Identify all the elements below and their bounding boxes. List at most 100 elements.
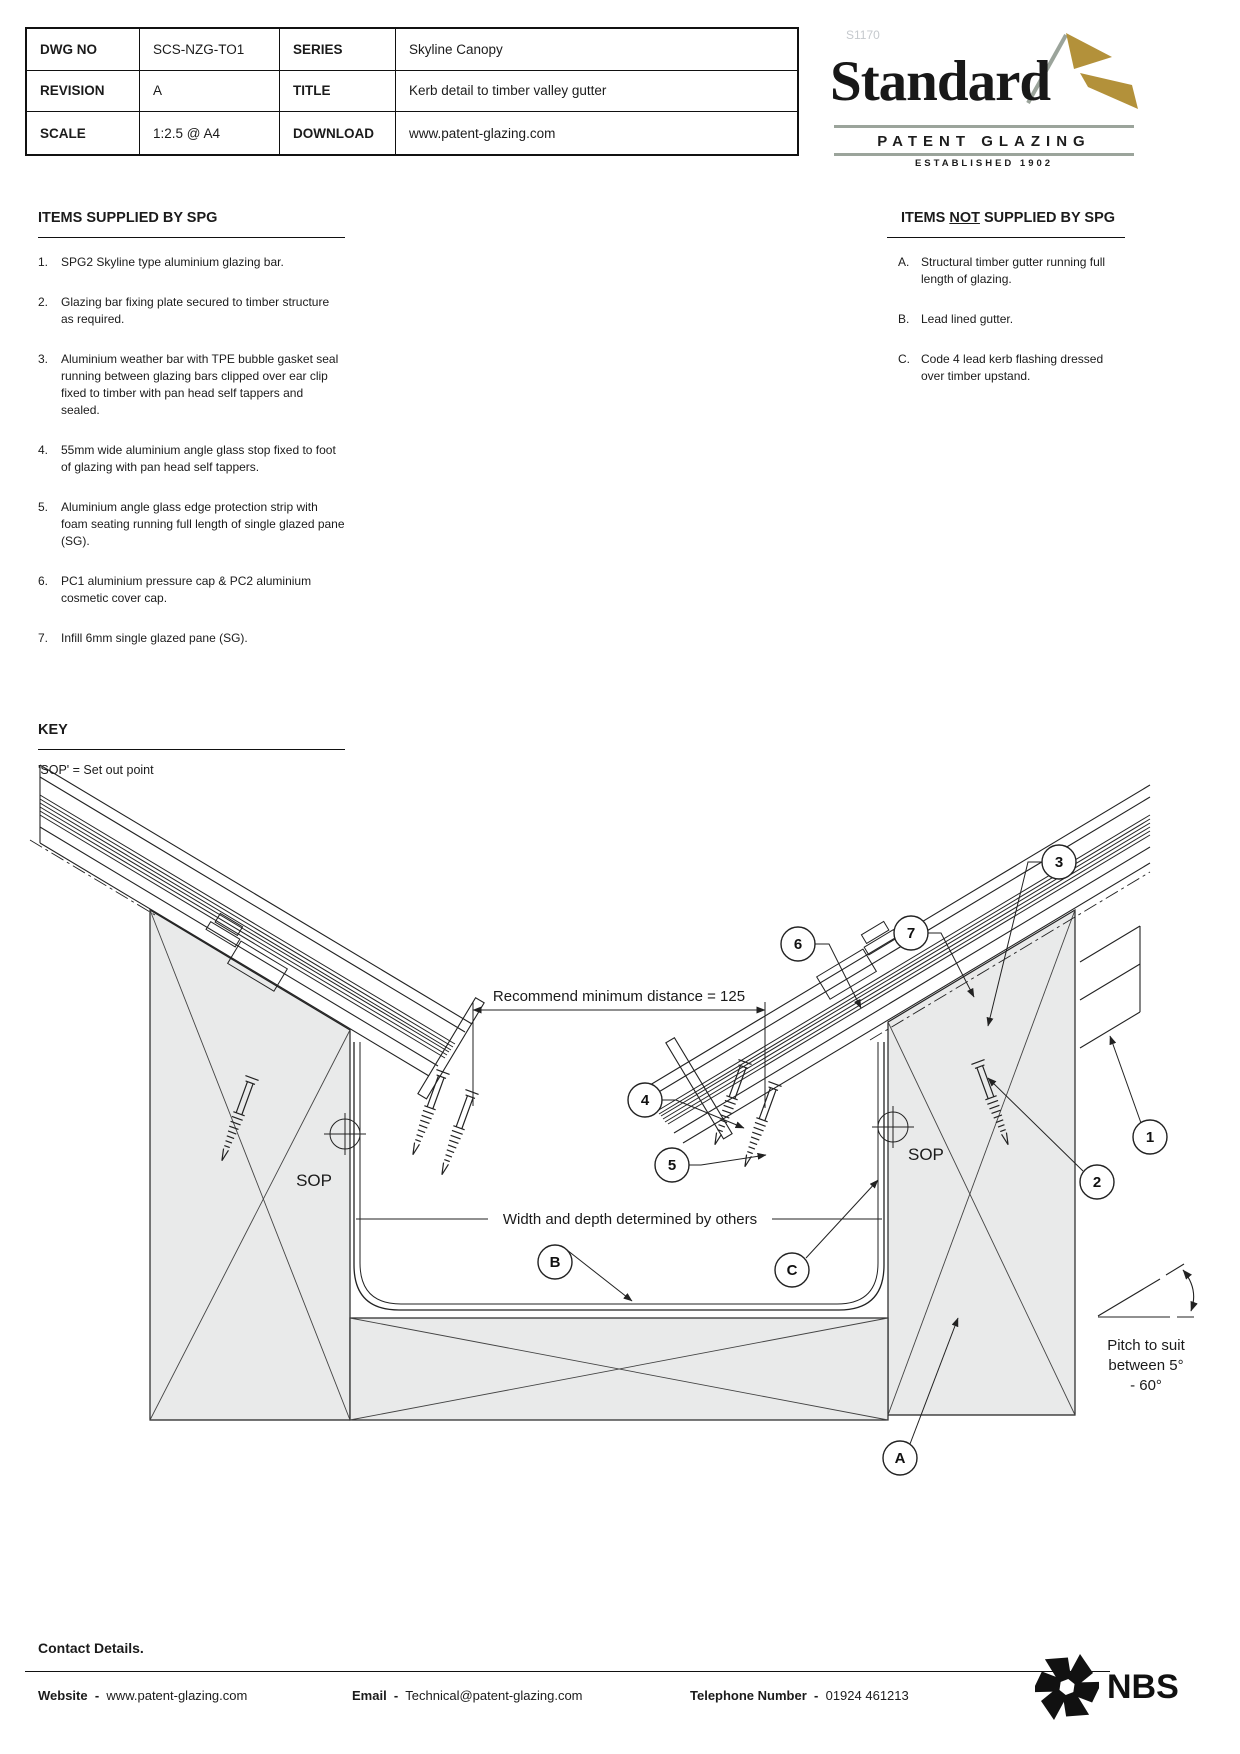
left-glass-stop: [417, 996, 485, 1100]
right-glass-stop: [665, 1036, 733, 1140]
nbs-wordmark: NBS: [1107, 1667, 1179, 1706]
sop-label-left: SOP: [296, 1171, 332, 1190]
scale-label: SCALE: [27, 112, 140, 154]
item-text: Infill 6mm single glazed pane (SG).: [61, 631, 248, 646]
pitch-label-line2: between 5°: [1108, 1357, 1183, 1374]
contact-phone: Telephone Number - 01924 461213: [690, 1688, 909, 1703]
nbs-star-icon: [1035, 1654, 1099, 1720]
list-item: A.Structural timber gutter running full …: [898, 254, 1125, 288]
item-letter: C.: [898, 352, 910, 367]
item-text: Code 4 lead kerb flashing dressed over t…: [921, 352, 1104, 384]
key-heading: KEY: [38, 722, 345, 750]
items-not-supplied-section: ITEMS NOT SUPPLIED BY SPG A.Structural t…: [887, 210, 1125, 408]
nbs-logo: NBS: [1035, 1652, 1179, 1722]
flag-icon: [1026, 33, 1138, 109]
sheet-watermark: S1170: [846, 28, 880, 42]
contact-heading: Contact Details.: [38, 1640, 144, 1656]
callout-7: 7: [907, 925, 915, 942]
timber-kerbs: [149, 908, 1076, 1421]
logo-rule-top: [834, 125, 1134, 128]
callout-bubbles: [537, 844, 1168, 1476]
item-text: Aluminium angle glass edge protection st…: [61, 500, 345, 549]
list-item: 4. 55mm wide aluminium angle glass stop f…: [38, 442, 345, 476]
item-number: 3.: [38, 352, 49, 367]
series-label: SERIES: [280, 29, 396, 71]
heading-suffix: SUPPLIED BY SPG: [979, 210, 1116, 226]
heading-prefix: ITEMS: [901, 210, 950, 226]
email-label: Email: [352, 1688, 387, 1703]
timber-cross-bracing: [149, 909, 1076, 1421]
logo-subtitle: PATENT GLAZING: [877, 133, 1091, 150]
item-letter: B.: [898, 312, 910, 327]
technical-drawing: Recommend minimum distance = 125 Width a…: [29, 764, 1198, 1476]
contact-website: Website - www.patent-glazing.com: [38, 1688, 247, 1703]
logo-established: ESTABLISHED 1902: [914, 158, 1054, 169]
scale-value: 1:2.5 @ A4: [140, 112, 280, 154]
callout-A: A: [895, 1450, 906, 1467]
callout-5: 5: [668, 1157, 676, 1174]
title-value: Kerb detail to timber valley gutter: [396, 71, 797, 113]
item-text: Structural timber gutter running full le…: [921, 255, 1106, 287]
item-number: 1.: [38, 255, 49, 269]
pitch-label-line1: Pitch to suit: [1107, 1337, 1185, 1354]
callout-2: 2: [1093, 1174, 1101, 1191]
title-block: DWG NO SCS-NZG-TO1 SERIES Skyline Canopy…: [25, 27, 799, 156]
callout-C: C: [787, 1262, 798, 1279]
website-sep: -: [94, 1688, 100, 1703]
company-logo: Standard PATENT GLAZING ESTABLISHED 1902: [830, 25, 1142, 170]
contact-rule: [25, 1671, 1110, 1672]
callout-4: 4: [641, 1092, 650, 1109]
width-label: Width and depth determined by others: [503, 1211, 757, 1228]
sop-label-right: SOP: [908, 1145, 944, 1164]
revision-value: A: [140, 70, 280, 113]
callout-1: 1: [1146, 1129, 1154, 1146]
dwg-no-label: DWG NO: [27, 29, 140, 71]
callout-6: 6: [794, 936, 802, 953]
revision-label: REVISION: [27, 70, 140, 113]
key-section: KEY 'SOP' = Set out point: [38, 722, 345, 777]
website-label: Website: [38, 1688, 88, 1703]
email-value: Technical@patent-glazing.com: [405, 1688, 583, 1703]
dimension-min-distance: [472, 1002, 766, 1108]
phone-label: Telephone Number: [690, 1688, 807, 1703]
series-value: Skyline Canopy: [396, 29, 797, 71]
phone-sep: -: [814, 1688, 819, 1703]
item-text: SPG2 Skyline type aluminium glazing bar.: [61, 255, 284, 269]
sop-marker-left: [324, 1113, 366, 1155]
pitch-diagram: [1097, 1263, 1198, 1318]
item-number: 4.: [38, 443, 49, 458]
pitch-label-line3: - 60°: [1130, 1377, 1162, 1394]
email-sep: -: [393, 1688, 399, 1703]
logo-rule-bottom: [834, 153, 1134, 156]
item-text: 55mm wide aluminium angle glass stop fix…: [61, 443, 336, 475]
item-number: 2.: [38, 295, 49, 310]
contact-email: Email - Technical@patent-glazing.com: [352, 1688, 583, 1703]
logo-wordmark: Standard: [830, 50, 1051, 113]
item-text: Glazing bar fixing plate secured to timb…: [61, 295, 330, 327]
item-number: 7.: [38, 631, 49, 646]
list-item: B. Lead lined gutter.: [898, 311, 1125, 328]
callout-3: 3: [1055, 854, 1063, 871]
sop-marker-right: [872, 1106, 914, 1148]
list-item: 1. SPG2 Skyline type aluminium glazing ba…: [38, 254, 345, 271]
list-item: C. Code 4 lead kerb flashing dressed over…: [898, 351, 1125, 385]
items-supplied-section: ITEMS SUPPLIED BY SPG 1.SPG2 Skyline typ…: [38, 210, 345, 670]
item-text: Lead lined gutter.: [921, 312, 1014, 327]
list-item: 6.PC1 aluminium pressure cap & PC2 alumi…: [38, 573, 345, 607]
left-glazing-assembly: [29, 764, 485, 1100]
callout-B: B: [550, 1254, 561, 1271]
fascia-edge: [1079, 925, 1141, 1049]
list-item: 5. Aluminium angle glass edge protection …: [38, 499, 345, 550]
dimension-label: Recommend minimum distance = 125: [493, 988, 745, 1005]
items-not-supplied-heading: ITEMS NOT SUPPLIED BY SPG: [887, 210, 1125, 238]
callout-leaders: [566, 861, 1142, 1445]
item-number: 5.: [38, 500, 49, 515]
website-value: www.patent-glazing.com: [106, 1688, 248, 1703]
list-item: 3.Aluminium weather bar with TPE bubble …: [38, 351, 345, 419]
dwg-no-value: SCS-NZG-TO1: [140, 29, 280, 71]
list-item: 2. Glazing bar fixing plate secured to ti…: [38, 294, 345, 328]
heading-not: NOT: [949, 210, 980, 226]
key-note: 'SOP' = Set out point: [38, 763, 154, 777]
title-label: TITLE: [280, 70, 396, 113]
